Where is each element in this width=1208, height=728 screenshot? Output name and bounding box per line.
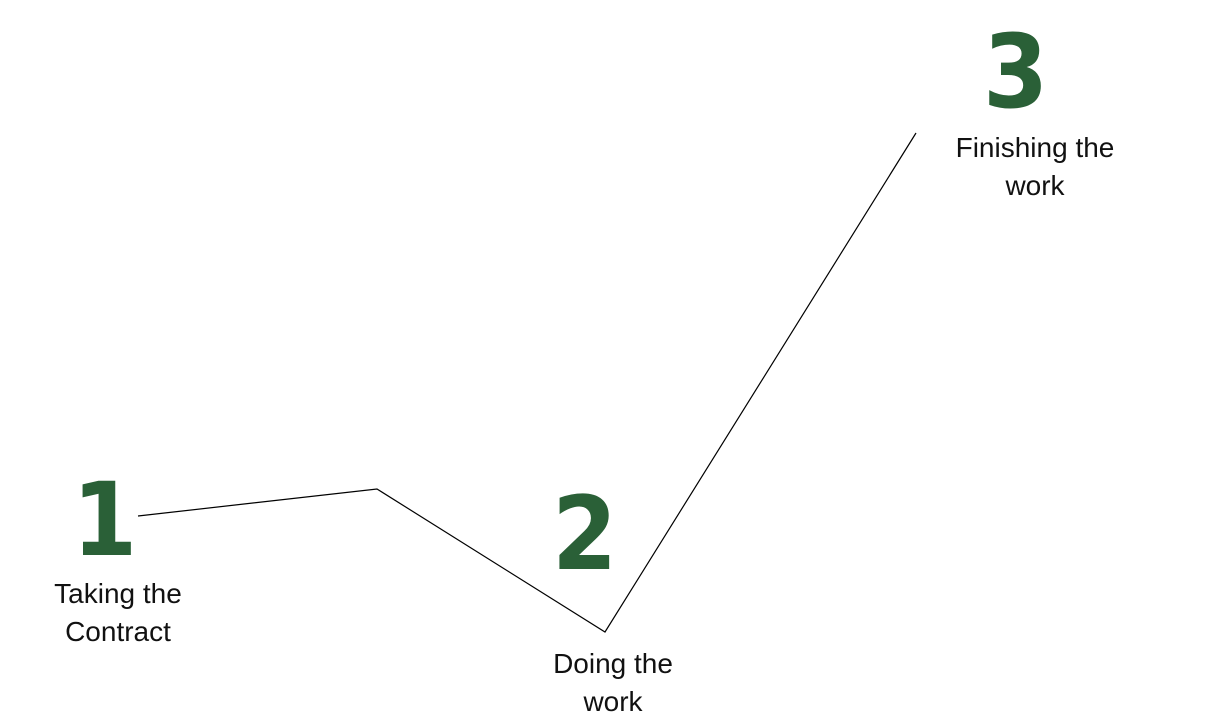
step-2-label: Doing the work (503, 645, 723, 721)
step-2-label-line2: work (583, 686, 643, 717)
step-3-label-line2: work (1005, 170, 1065, 201)
step-path (137, 132, 917, 633)
step-1-label: Taking the Contract (8, 575, 228, 651)
step-3-number: 3 (983, 13, 1048, 132)
step-2-number: 2 (552, 475, 617, 594)
step-1-label-line2: Contract (65, 616, 171, 647)
step-1-label-line1: Taking the (54, 578, 182, 609)
step-3-label-line1: Finishing the (955, 132, 1115, 163)
step-2-label-line1: Doing the (553, 648, 673, 679)
step-1-number: 1 (72, 461, 137, 580)
step-3-label: Finishing the work (925, 129, 1145, 205)
